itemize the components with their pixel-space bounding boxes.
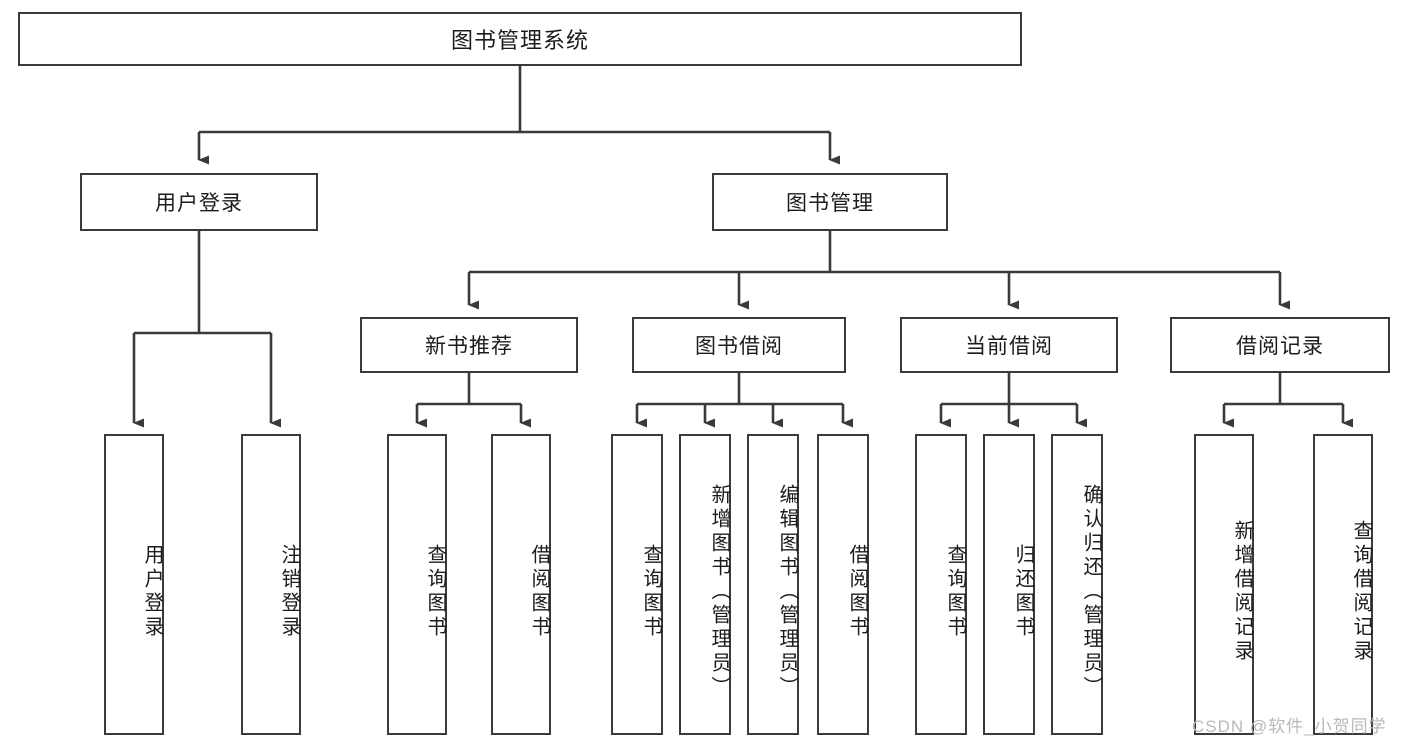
node-label: 归还图书: [1012, 543, 1034, 640]
leaf-current-borrow-confirm-admin[interactable]: 确认归还（管理员）: [1051, 434, 1103, 735]
leaf-current-borrow-query[interactable]: 查询图书: [915, 434, 967, 735]
node-label: 借阅记录: [1236, 335, 1324, 358]
node-label: 编辑图书（管理员）: [776, 483, 798, 700]
node-label: 当前借阅: [965, 335, 1053, 358]
node-book-borrow[interactable]: 图书借阅: [632, 317, 846, 373]
node-label: 新增借阅记录: [1231, 519, 1253, 664]
leaf-new-book-borrow[interactable]: 借阅图书: [491, 434, 551, 735]
leaf-records-add[interactable]: 新增借阅记录: [1194, 434, 1254, 735]
node-label: 用户登录: [155, 192, 243, 215]
node-label: 借阅图书: [528, 543, 550, 640]
node-root-book-management-system[interactable]: 图书管理系统: [18, 12, 1022, 66]
leaf-book-borrow-borrow[interactable]: 借阅图书: [817, 434, 869, 735]
node-label: 查询图书: [640, 543, 662, 640]
node-book-management[interactable]: 图书管理: [712, 173, 948, 231]
node-label: 新书推荐: [425, 335, 513, 358]
node-label: 图书管理系统: [450, 28, 589, 53]
node-user-login[interactable]: 用户登录: [80, 173, 318, 231]
node-label: 查询图书: [944, 543, 966, 640]
leaf-current-borrow-return[interactable]: 归还图书: [983, 434, 1035, 735]
leaf-book-borrow-query[interactable]: 查询图书: [611, 434, 663, 735]
node-borrow-records[interactable]: 借阅记录: [1170, 317, 1390, 373]
node-new-book-recommend[interactable]: 新书推荐: [360, 317, 578, 373]
leaf-user-login-signout[interactable]: 注销登录: [241, 434, 301, 735]
leaf-book-borrow-edit-admin[interactable]: 编辑图书（管理员）: [747, 434, 799, 735]
leaf-records-query[interactable]: 查询借阅记录: [1313, 434, 1373, 735]
node-label: 查询图书: [424, 543, 446, 640]
node-label: 用户登录: [141, 543, 163, 640]
leaf-user-login-signin[interactable]: 用户登录: [104, 434, 164, 735]
node-label: 新增图书（管理员）: [708, 483, 730, 700]
node-label: 注销登录: [278, 543, 300, 640]
node-label: 图书借阅: [695, 335, 783, 358]
node-label: 图书管理: [786, 192, 874, 215]
leaf-new-book-query[interactable]: 查询图书: [387, 434, 447, 735]
node-current-borrow[interactable]: 当前借阅: [900, 317, 1118, 373]
leaf-book-borrow-add-admin[interactable]: 新增图书（管理员）: [679, 434, 731, 735]
node-label: 借阅图书: [846, 543, 868, 640]
node-label: 查询借阅记录: [1350, 519, 1372, 664]
node-label: 确认归还（管理员）: [1080, 483, 1102, 700]
